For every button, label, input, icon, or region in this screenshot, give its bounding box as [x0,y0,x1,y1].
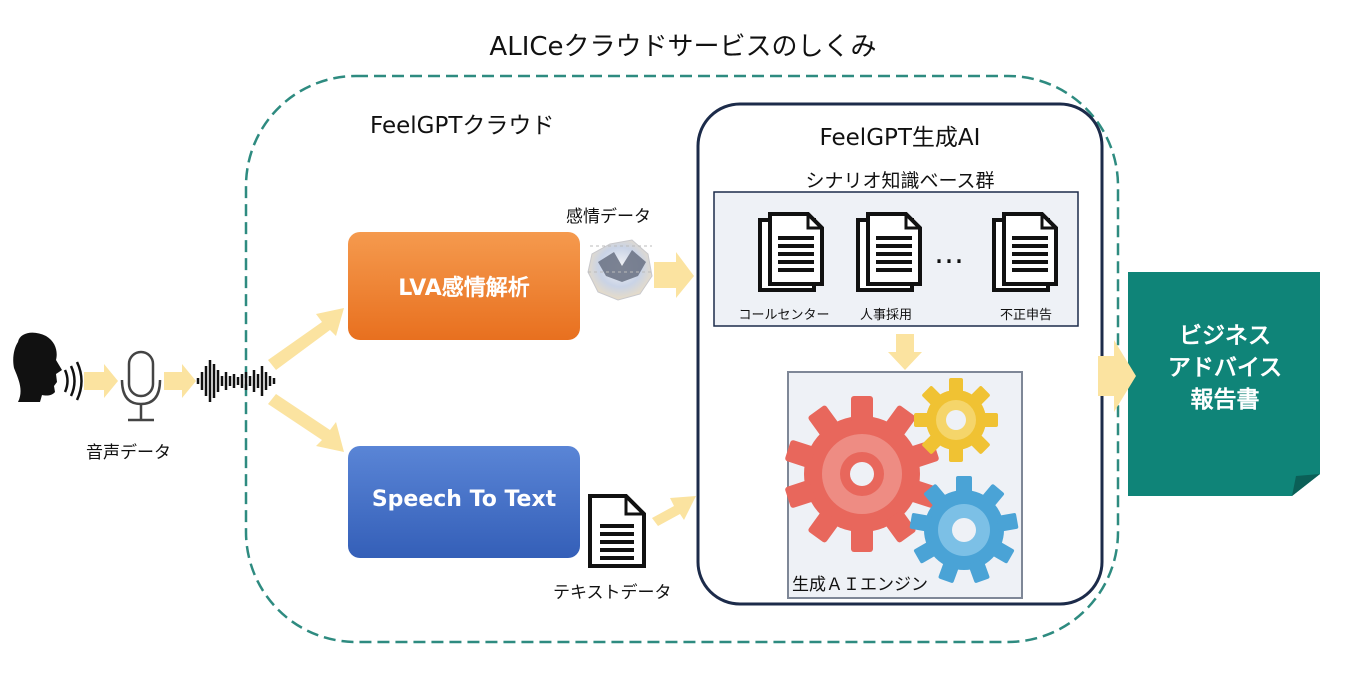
arrow-wave-to-stt [268,394,344,452]
document-label-fraud: 不正申告 [999,308,1052,323]
document-label-callcenter: コールセンター [738,308,830,323]
documents-ellipsis: … [934,236,966,271]
callcenter-document-icon [758,212,824,292]
emotion-data-icon [587,239,654,301]
diagram-title: ALICeクラウドサービスのしくみ [489,32,877,62]
arrow-emotion-to-ai [654,252,694,298]
arrow-speaker-to-mic [84,364,118,398]
arrow-kb-to-engine [888,334,922,370]
speech-to-text-box [348,446,580,558]
text-data-label: テキストデータ [553,583,672,603]
lva-analysis-label: LVA感情解析 [398,276,530,301]
ai-engine-label: 生成ＡＩエンジン [792,575,928,595]
gear-red-icon [785,396,939,552]
report-label: ビジネス アドバイス 報告書 [1167,323,1283,413]
document-label-hr: 人事採用 [859,308,912,323]
report-document-shape [1128,272,1320,496]
lva-analysis-box [348,232,580,340]
hr-document-icon [856,212,922,292]
fraud-document-icon [992,212,1058,292]
gear-blue-icon [909,476,1019,583]
emotion-data-label: 感情データ [566,207,651,227]
speech-to-text-label: Speech To Text [371,487,557,512]
knowledge-base-label: シナリオ知識ベース群 [805,170,995,192]
text-document-icon [588,494,646,568]
gear-yellow-icon [914,378,998,462]
voice-data-label: 音声データ [86,443,171,463]
arrow-text-to-ai [652,496,696,526]
microphone-icon [120,350,162,422]
arrow-wave-to-lva [268,308,344,370]
arrow-mic-to-wave [164,364,196,398]
arrow-ai-to-report [1098,340,1136,412]
speaking-person-icon [13,332,83,402]
cloud-label: FeelGPTクラウド [370,113,555,139]
waveform-icon [196,360,276,402]
ai-label: FeelGPT生成AI [819,125,981,151]
